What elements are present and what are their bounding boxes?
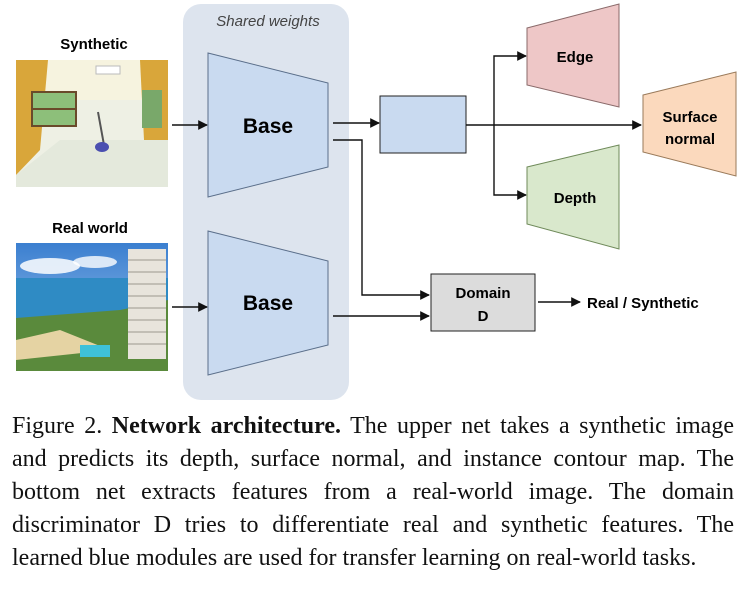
caption-prefix: Figure 2. bbox=[12, 413, 112, 439]
edge-label: Edge bbox=[557, 49, 594, 66]
domain-label-line1: Domain bbox=[455, 285, 510, 302]
base-encoder-bottom bbox=[207, 230, 329, 376]
feature-box bbox=[379, 95, 467, 154]
base-encoder-top bbox=[207, 52, 329, 198]
base-top-label: Base bbox=[243, 115, 293, 138]
surface-normal-label-line1: Surface bbox=[662, 109, 717, 126]
architecture-diagram: Shared weights Synthetic Real world bbox=[16, 3, 737, 400]
edge-decoder bbox=[526, 3, 620, 108]
surface-normal-label-line2: normal bbox=[665, 131, 715, 148]
arrow-to-edge bbox=[493, 51, 527, 125]
arrow-to-depth bbox=[493, 125, 527, 200]
real-synthetic-output-label: Real / Synthetic bbox=[587, 295, 699, 312]
synthetic-image bbox=[16, 60, 168, 187]
shared-weights-label: Shared weights bbox=[216, 13, 320, 30]
caption-title: Network architecture. bbox=[111, 413, 342, 439]
caption-body: The upper net takes a synthetic image an… bbox=[12, 413, 734, 571]
real-world-label: Real world bbox=[52, 220, 128, 237]
arrow-top-base-to-domain bbox=[333, 139, 430, 300]
base-bottom-label: Base bbox=[243, 292, 293, 315]
domain-label-line2: D bbox=[478, 308, 489, 325]
synthetic-label: Synthetic bbox=[60, 36, 128, 53]
figure-caption: Figure 2. Network architecture. The uppe… bbox=[12, 410, 734, 575]
depth-decoder bbox=[526, 144, 620, 250]
domain-discriminator-box bbox=[430, 273, 536, 332]
depth-label: Depth bbox=[554, 190, 597, 207]
surface-normal-decoder bbox=[642, 71, 737, 177]
real-world-image bbox=[16, 243, 168, 371]
